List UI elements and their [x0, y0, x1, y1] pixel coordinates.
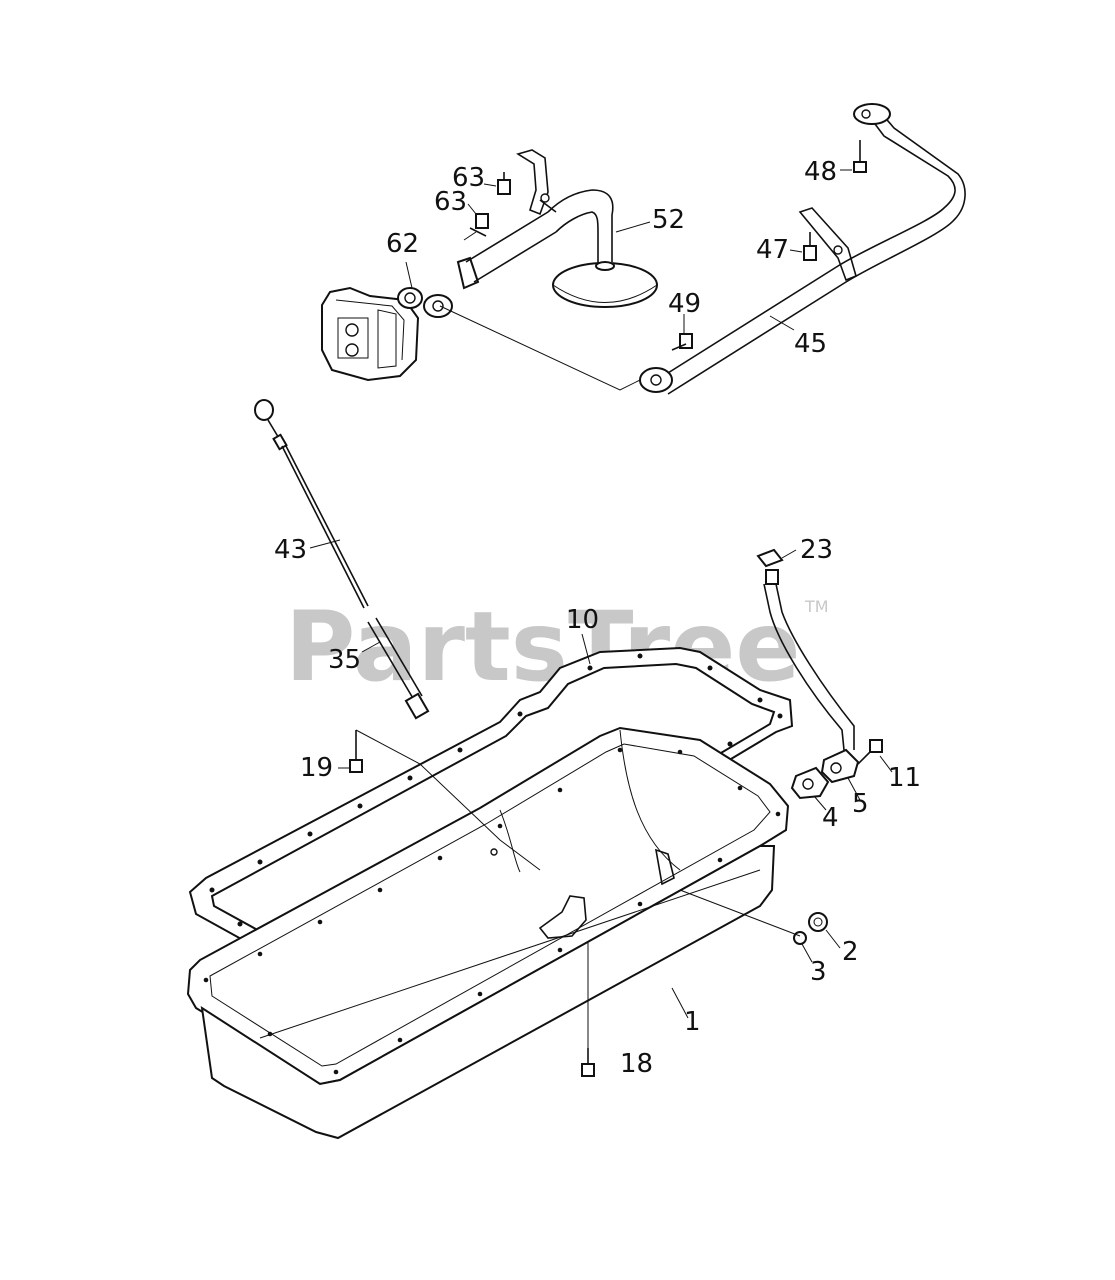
gasket-4 [790, 766, 830, 800]
bolt-11 [857, 739, 883, 765]
callout-3: 3 [810, 957, 827, 987]
callout-47: 47 [756, 235, 789, 265]
bolt-47 [803, 232, 817, 261]
callout-62: 62 [386, 229, 419, 259]
callout-49: 49 [668, 289, 701, 319]
callout-19: 19 [300, 753, 333, 783]
oil-pickup-assembly [321, 103, 966, 395]
callout-23: 23 [800, 535, 833, 565]
callout-52: 52 [652, 205, 685, 235]
oil-pump-body [321, 286, 420, 382]
flange-5 [820, 748, 860, 784]
callout-43: 43 [274, 535, 307, 565]
bolt-48 [853, 140, 867, 173]
bolt-63-upper [497, 172, 511, 195]
gasket-62 [397, 287, 453, 318]
dipstick-43 [254, 399, 369, 609]
oil-pan-1 [186, 726, 790, 1140]
bolt-49 [671, 333, 693, 351]
bracket-63 [516, 149, 557, 216]
pickup-tube-45 [639, 103, 966, 395]
callout-1: 1 [684, 1007, 701, 1037]
callout-48: 48 [804, 157, 837, 187]
callout-4: 4 [822, 803, 839, 833]
bolt-19 [349, 730, 363, 773]
leader-lines [309, 169, 893, 1048]
bolt-18 [581, 1048, 595, 1077]
washer-3 [793, 931, 807, 945]
fill-tube [756, 548, 855, 751]
callout-5: 5 [852, 789, 869, 819]
callout-45: 45 [794, 329, 827, 359]
callout-10: 10 [566, 605, 599, 635]
callout-18: 18 [620, 1049, 653, 1079]
dipstick-tube-35 [367, 617, 430, 720]
callout-63-upper: 63 [452, 163, 485, 193]
callout-11: 11 [888, 763, 921, 793]
callout-2: 2 [842, 937, 859, 967]
watermark-trademark: TM [804, 597, 829, 616]
callout-labels: 48 63 63 52 62 47 49 45 43 23 10 35 19 1… [274, 157, 921, 1079]
strainer-tube-52 [456, 189, 658, 308]
callout-35: 35 [328, 645, 361, 675]
callout-63-lower: 63 [434, 187, 467, 217]
drain-plug-2 [808, 912, 828, 932]
bolt-63-lower [463, 213, 489, 241]
